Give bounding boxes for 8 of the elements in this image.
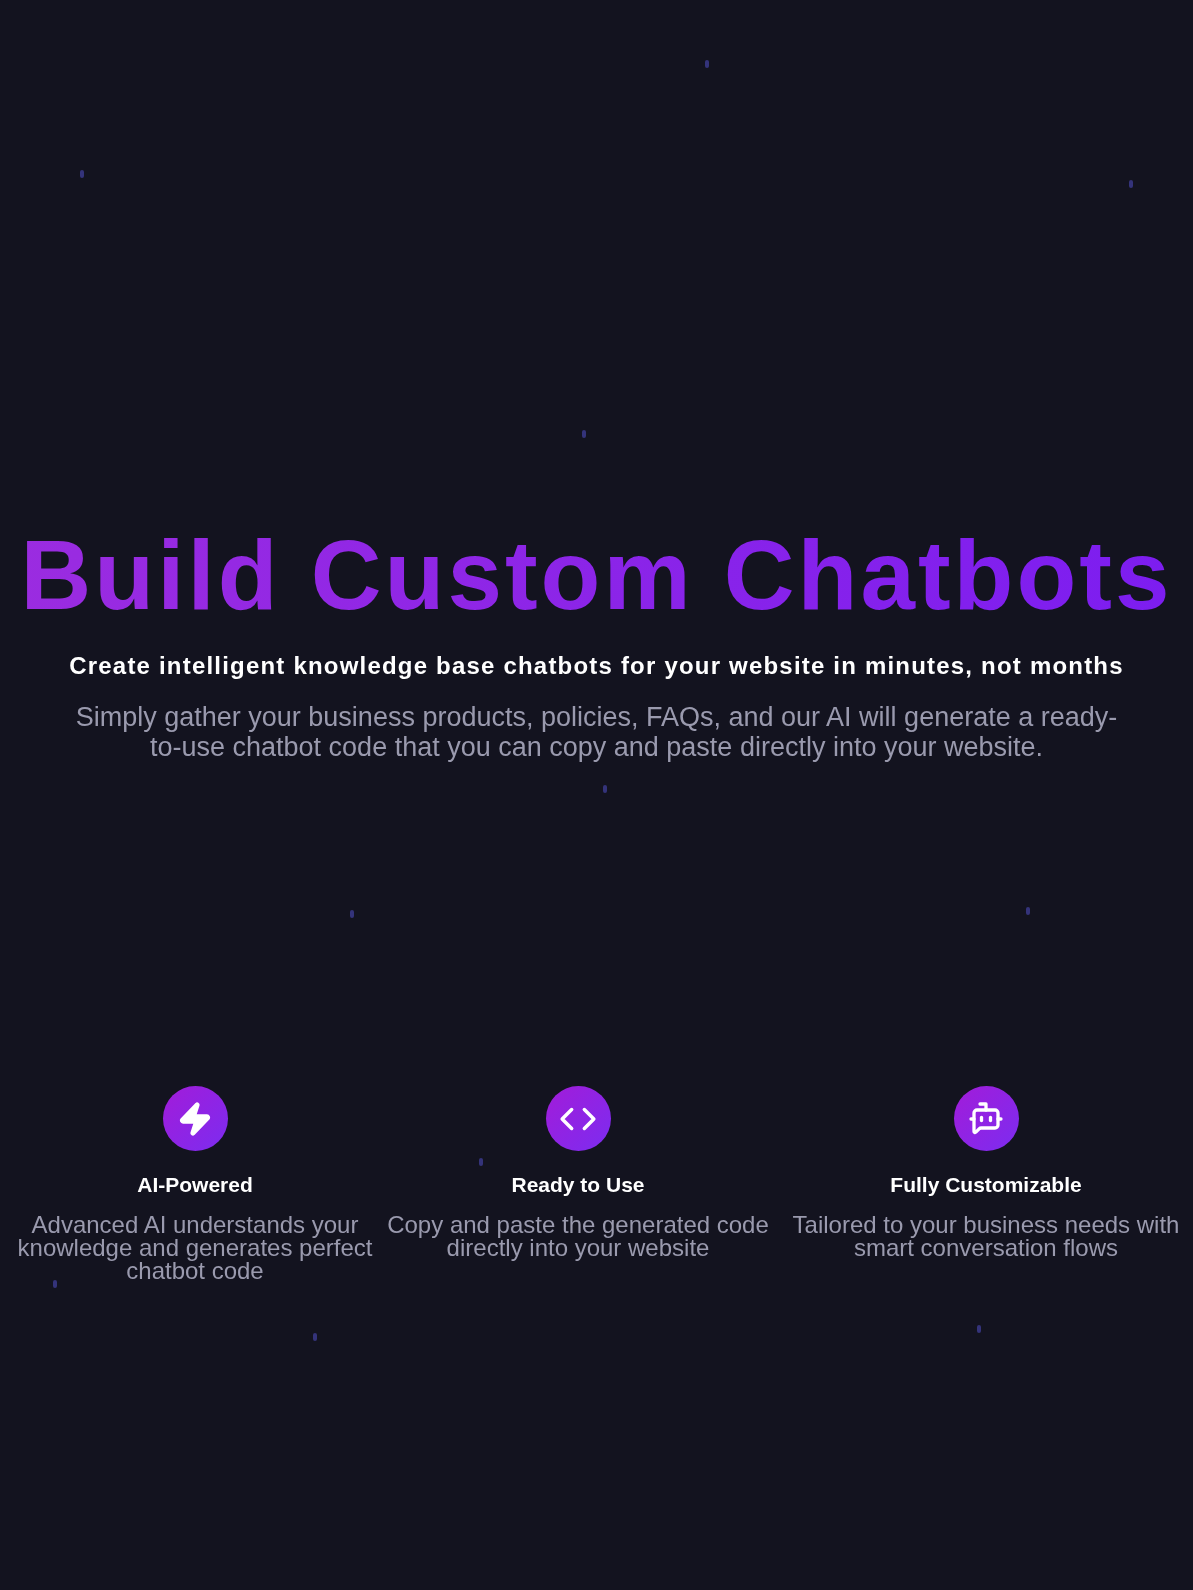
feature-title: Fully Customizable bbox=[890, 1173, 1082, 1197]
feature-title: Ready to Use bbox=[511, 1173, 645, 1197]
feature-description: Tailored to your business needs with smart conversation flows bbox=[791, 1213, 1181, 1259]
subtitle: Create intelligent knowledge base chatbots for your website in minutes, not months bbox=[68, 652, 1125, 680]
feature-title: AI-Powered bbox=[137, 1173, 253, 1197]
feature-description: Advanced AI understands your knowledge and generates perfect chatbot code bbox=[16, 1213, 374, 1282]
feature-description: Copy and paste the generated code directly into your website bbox=[386, 1213, 770, 1259]
description-paragraph: Simply gather your business products, policies, FAQs, and our AI will generate a ready-to-use chatbot code that you can copy and paste directly into your website. bbox=[74, 702, 1119, 762]
